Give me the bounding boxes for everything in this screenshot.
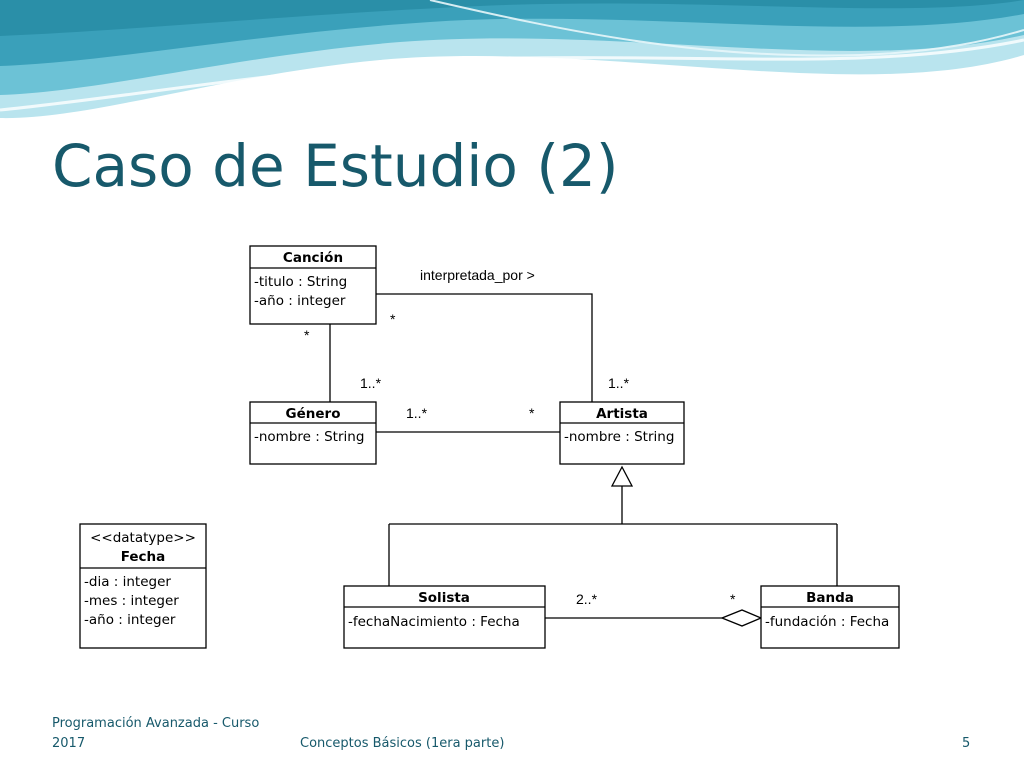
class-fecha-attr-mes: -mes : integer <box>84 593 179 609</box>
class-cancion: Canción -titulo : String -año : integer <box>249 245 377 325</box>
class-fecha-attr-anio: -año : integer <box>84 612 176 628</box>
mult-aggregation-banda: * <box>730 591 736 607</box>
class-fecha: <<datatype>> Fecha -dia : integer -mes :… <box>79 523 207 649</box>
uml-class-diagram: interpretada_por > * 1..* * 1..* 1..* * … <box>79 245 900 649</box>
page-number: 5 <box>962 736 971 751</box>
class-fecha-attr-dia: -dia : integer <box>84 574 171 590</box>
generalization-triangle-icon <box>610 465 634 487</box>
class-solista-name: Solista <box>418 590 470 606</box>
mult-cancion-genero-genero: 1..* <box>360 375 382 391</box>
footer-topic: Conceptos Básicos (1era parte) <box>300 736 505 751</box>
class-banda-attr-fundacion: -fundación : Fecha <box>765 614 889 630</box>
class-genero-name: Género <box>286 406 341 422</box>
class-banda: Banda -fundación : Fecha <box>760 585 900 649</box>
mult-interpretada-cancion: * <box>390 311 396 327</box>
class-genero-attr-nombre: -nombre : String <box>254 429 364 445</box>
header-wave-decoration <box>0 0 1024 119</box>
class-fecha-name: Fecha <box>121 549 166 565</box>
class-fecha-stereotype: <<datatype>> <box>90 530 196 546</box>
class-genero: Género -nombre : String <box>249 401 377 465</box>
association-interpretada-line <box>376 293 593 402</box>
aggregation-diamond-icon <box>720 609 763 627</box>
class-artista-name: Artista <box>596 406 648 422</box>
mult-cancion-genero-cancion: * <box>304 327 310 343</box>
footer-course: Programación Avanzada - Curso 2017 <box>52 716 260 751</box>
mult-genero-artista-artista: * <box>529 405 535 421</box>
class-solista: Solista -fechaNacimiento : Fecha <box>343 585 546 649</box>
uml-diagram-panel: interpretada_por > * 1..* * 1..* 1..* * … <box>78 214 920 674</box>
mult-interpretada-artista: 1..* <box>608 375 630 391</box>
class-cancion-attr-titulo: -titulo : String <box>254 274 347 290</box>
class-artista: Artista -nombre : String <box>559 401 685 465</box>
class-solista-attr-fechanacimiento: -fechaNacimiento : Fecha <box>348 614 520 630</box>
class-cancion-name: Canción <box>283 250 343 266</box>
class-artista-attr-nombre: -nombre : String <box>564 429 674 445</box>
slide-title: Caso de Estudio (2) <box>52 132 619 200</box>
mult-genero-artista-genero: 1..* <box>406 405 428 421</box>
mult-aggregation-solista: 2..* <box>576 591 598 607</box>
class-banda-name: Banda <box>806 590 854 606</box>
association-lines <box>329 293 838 619</box>
class-cancion-attr-anio: -año : integer <box>254 293 346 309</box>
association-interpretada-label: interpretada_por > <box>420 267 535 283</box>
